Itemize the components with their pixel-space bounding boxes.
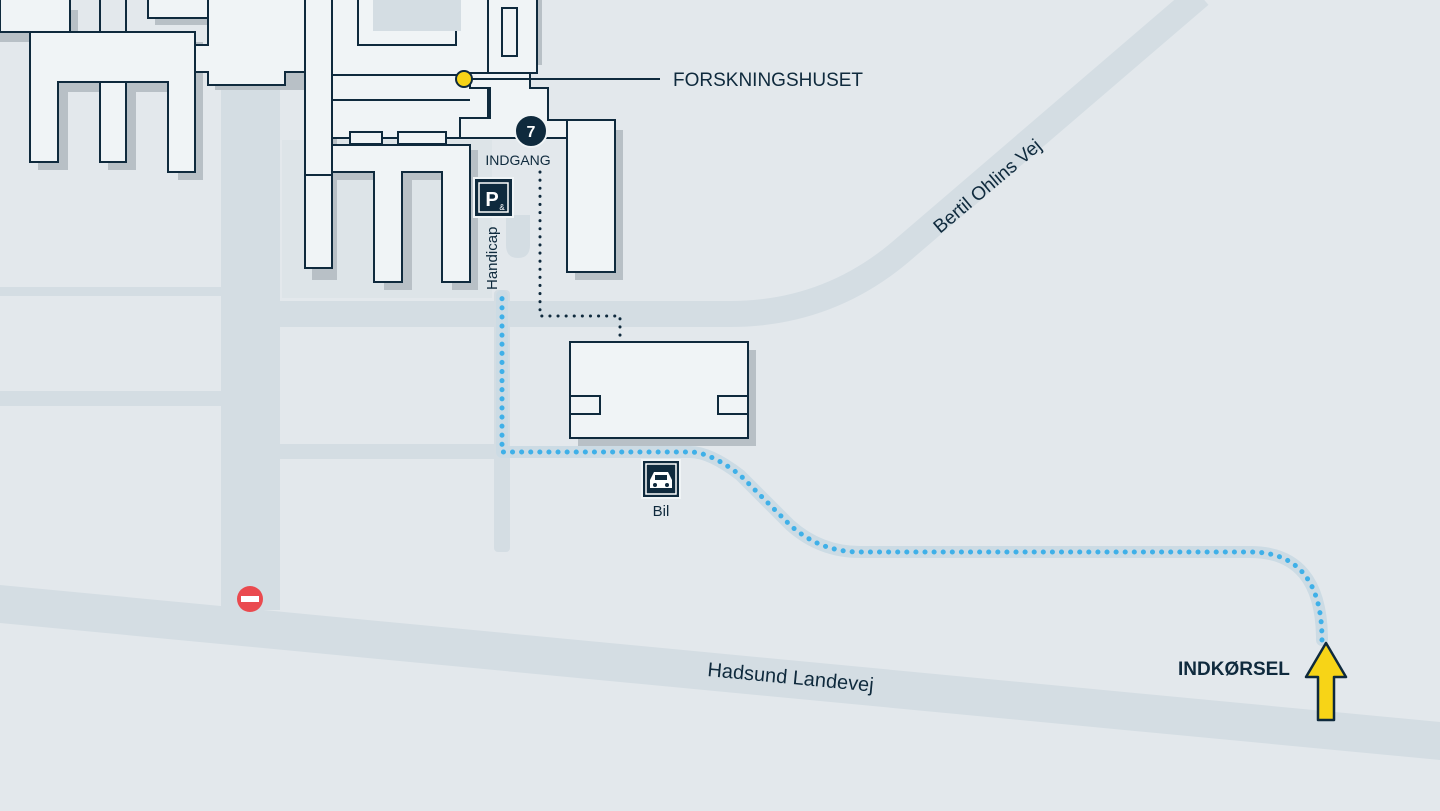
- handicap-label: Handicap: [484, 227, 501, 290]
- road-label-bertil-ohlins-vej: Bertil Ohlins Vej: [930, 136, 1046, 238]
- entrance-number-marker: [514, 114, 548, 148]
- forskningshuset-marker: FORSKNINGSHUSET: [455, 70, 863, 91]
- road-left-2: [0, 391, 221, 406]
- location-dot: [455, 70, 473, 88]
- svg-text:P: P: [485, 189, 498, 211]
- drive-in-label: INDKØRSEL: [1178, 659, 1290, 680]
- drive-in: INDKØRSEL: [1178, 641, 1348, 722]
- building-west-wing: [29, 31, 196, 173]
- car-parking: Bil: [641, 459, 681, 520]
- building-north-west: [0, 0, 71, 33]
- road-mid: [280, 444, 510, 459]
- building-south-comb: [331, 144, 471, 283]
- road-vertical-main: [221, 90, 280, 610]
- parking-icon: [473, 177, 514, 218]
- forskningshuset-label: FORSKNINGSHUSET: [673, 70, 863, 91]
- driving-route: [496, 290, 1328, 646]
- buildings: [0, 0, 749, 439]
- handicap-parking: P & Handicap: [473, 177, 514, 290]
- road-left-1: [0, 287, 221, 296]
- walking-path: [538, 170, 622, 342]
- no-entry-icon: [237, 586, 263, 612]
- entrance-number: 7: [527, 124, 536, 141]
- building-main-corridor: [304, 0, 333, 269]
- road-handicap-stub: [506, 215, 530, 258]
- road-hadsund-landevej: [0, 585, 1440, 760]
- road-bertil-ohlins-vej: [280, 0, 1209, 327]
- car-label: Bil: [653, 503, 670, 520]
- entrance-marker: 7 INDGANG: [485, 114, 551, 168]
- direction-arrow: [1304, 641, 1348, 722]
- building-east-wing: [566, 119, 616, 273]
- building-parking-house: [569, 341, 749, 439]
- entrance-label: INDGANG: [485, 152, 550, 168]
- svg-text:&: &: [499, 203, 505, 212]
